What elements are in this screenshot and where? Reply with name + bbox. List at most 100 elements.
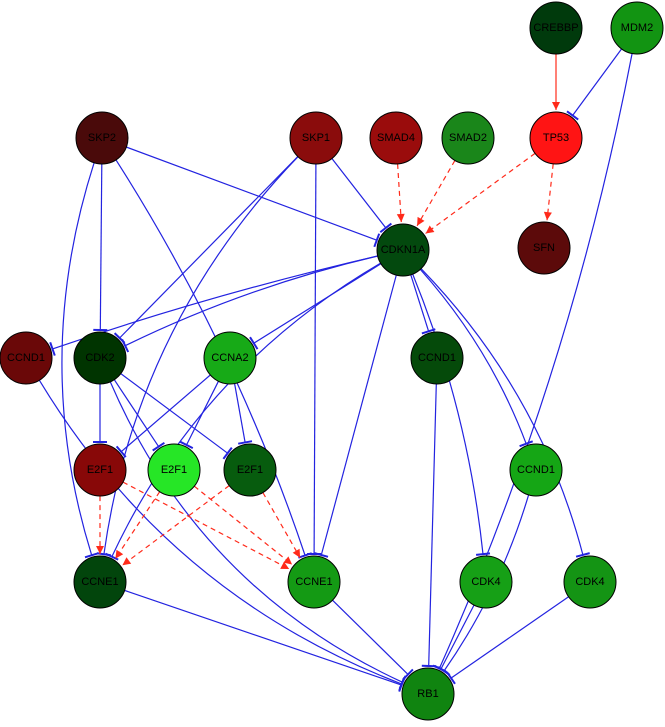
node-crebbp[interactable]: CREBBP	[529, 1, 583, 55]
node-mdm2[interactable]: MDM2	[610, 1, 664, 55]
node-e2f1_b[interactable]: E2F1	[147, 443, 201, 497]
edge-tp53-to-cdkn1a	[425, 152, 536, 234]
inhibition-line	[61, 162, 95, 556]
node-circle	[563, 555, 617, 609]
inhibition-bar-icon	[519, 440, 534, 448]
inhibition-bar-icon	[115, 445, 127, 458]
inhibition-line	[103, 156, 299, 555]
activation-line	[193, 485, 293, 565]
arrowhead-icon	[115, 549, 124, 559]
node-cdk4_a[interactable]: CDK4	[459, 555, 513, 609]
inhibition-line	[572, 48, 623, 116]
activation-line	[416, 160, 456, 227]
edge-cdk4_a-to-rb1	[434, 604, 475, 674]
node-sfn[interactable]: SFN	[517, 221, 571, 275]
inhibition-line	[440, 604, 475, 670]
inhibition-bar-icon	[402, 668, 414, 681]
edge-ccna2-to-e2f1_a	[115, 374, 211, 458]
node-cdkn1a[interactable]: CDKN1A	[376, 223, 430, 277]
edge-smad2-to-cdkn1a	[416, 160, 456, 227]
edge-e2f1_c-to-ccne1_a	[122, 485, 230, 566]
node-label: SMAD2	[449, 132, 487, 144]
node-smad2[interactable]: SMAD2	[441, 111, 495, 165]
edge-ccnd1_b-to-rb1	[421, 383, 437, 668]
node-ccne1_a[interactable]: CCNE1	[73, 555, 127, 609]
node-circle	[529, 111, 583, 165]
node-tp53[interactable]: TP53	[529, 111, 583, 165]
inhibition-line	[234, 383, 246, 443]
inhibition-line	[332, 599, 409, 675]
inhibition-line	[38, 379, 403, 685]
edge-tp53-to-sfn	[543, 163, 554, 221]
activation-line	[425, 152, 536, 234]
node-circle	[75, 111, 129, 165]
inhibition-line	[120, 373, 228, 454]
node-label: SFN	[533, 242, 555, 254]
node-circle	[509, 443, 563, 497]
node-label: E2F1	[87, 464, 113, 476]
arrowhead-icon	[425, 225, 435, 234]
inhibition-line	[450, 596, 569, 679]
edge-e2f1_b-to-ccne1_b	[193, 485, 293, 565]
edge-mdm2-to-tp53	[566, 48, 623, 121]
node-label: CDK4	[575, 576, 604, 588]
node-circle	[376, 223, 430, 277]
inhibition-bar-icon	[475, 552, 491, 556]
node-skp2[interactable]: SKP2	[75, 111, 129, 165]
edge-cdkn1a-to-ccne1_b	[314, 274, 397, 558]
inhibition-bar-icon	[222, 447, 233, 460]
node-rb1[interactable]: RB1	[401, 667, 455, 721]
edge-skp1-to-cdkn1a	[331, 158, 393, 233]
node-label: CCND1	[418, 352, 456, 364]
node-label: CCNE1	[81, 576, 118, 588]
edge-crebbp-to-tp53	[552, 54, 560, 110]
node-skp1[interactable]: SKP1	[289, 111, 343, 165]
node-circle	[369, 111, 423, 165]
inhibition-line	[320, 274, 397, 556]
inhibition-bar-icon	[105, 552, 119, 561]
node-cdk2[interactable]: CDK2	[73, 331, 127, 385]
edge-skp1-to-ccne1_b	[307, 163, 322, 555]
node-smad4[interactable]: SMAD4	[369, 111, 423, 165]
node-circle	[203, 331, 257, 385]
inhibition-bar-icon	[84, 552, 99, 559]
edge-cdk2-to-e2f1_a	[93, 384, 107, 443]
node-ccna2[interactable]: CCNA2	[203, 331, 257, 385]
node-circle	[73, 555, 127, 609]
edge-skp2-to-cdk2	[93, 163, 108, 332]
activation-line	[546, 163, 554, 221]
inhibition-line	[420, 268, 584, 556]
node-label: CCND1	[7, 352, 45, 364]
node-label: CCND1	[517, 464, 555, 476]
inhibition-bar-icon	[179, 440, 194, 449]
node-e2f1_a[interactable]: E2F1	[73, 443, 127, 497]
node-label: CDK2	[85, 352, 114, 364]
inhibition-line	[331, 158, 387, 229]
node-circle	[459, 555, 513, 609]
arrowhead-icon	[552, 102, 560, 110]
inhibition-line	[126, 146, 378, 241]
node-circle	[401, 667, 455, 721]
node-label: CDKN1A	[381, 244, 426, 256]
node-circle	[610, 1, 664, 55]
node-ccnd1_b[interactable]: CCND1	[410, 331, 464, 385]
edge-smad4-to-cdkn1a	[396, 163, 405, 223]
node-circle	[147, 443, 201, 497]
edge-ccna2-to-e2f1_c	[234, 383, 253, 445]
inhibition-bar-icon	[249, 336, 259, 350]
node-e2f1_c[interactable]: E2F1	[223, 443, 277, 497]
node-cdk4_b[interactable]: CDK4	[563, 555, 617, 609]
inhibition-bar-icon	[152, 441, 165, 452]
node-ccnd1_c[interactable]: CCND1	[509, 443, 563, 497]
edge-ccnd1_a-to-rb1	[38, 379, 406, 691]
node-ccne1_b[interactable]: CCNE1	[287, 555, 341, 609]
node-circle	[441, 111, 495, 165]
node-circle	[289, 111, 343, 165]
node-label: SKP2	[88, 132, 116, 144]
edge-cdk4_b-to-rb1	[446, 596, 569, 685]
inhibition-line	[113, 379, 160, 447]
activation-line	[122, 481, 290, 570]
node-ccnd1_a[interactable]: CCND1	[0, 331, 53, 385]
inhibition-line	[120, 374, 211, 453]
